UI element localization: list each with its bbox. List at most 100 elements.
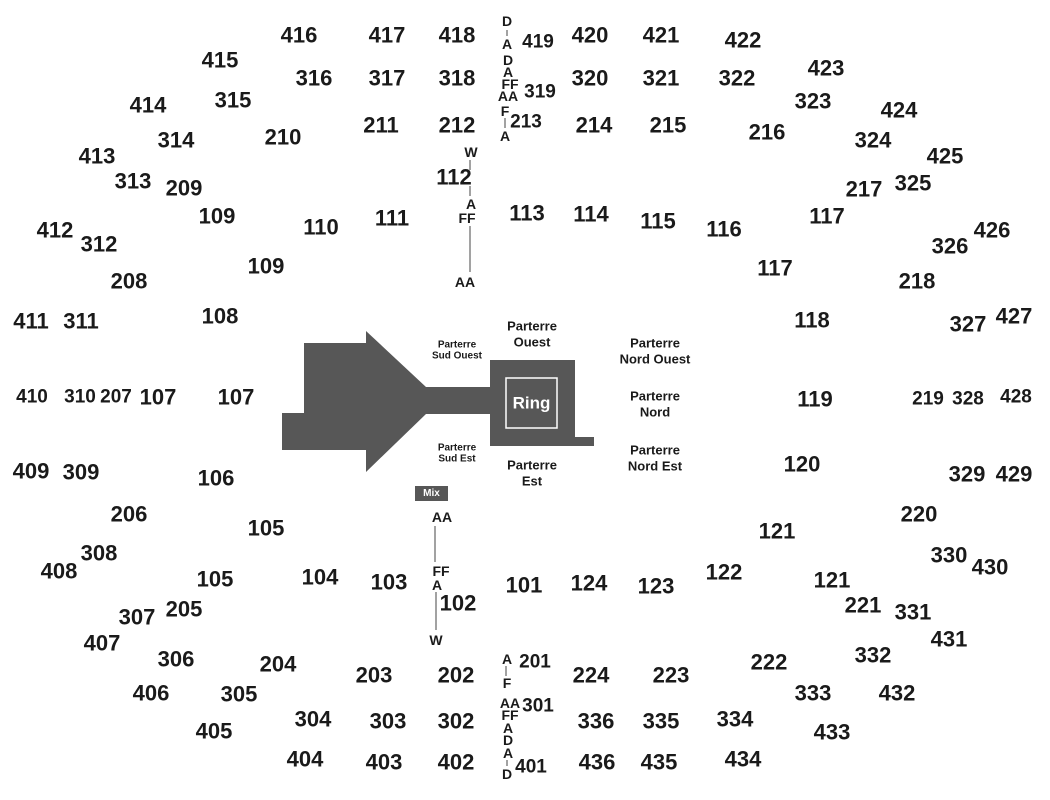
section-401[interactable]: 401 (515, 757, 547, 778)
section-413[interactable]: 413 (79, 144, 116, 169)
section-332[interactable]: 332 (855, 643, 892, 668)
section-221[interactable]: 221 (845, 593, 882, 618)
section-324[interactable]: 324 (855, 128, 892, 153)
section-104[interactable]: 104 (302, 565, 339, 590)
section-305[interactable]: 305 (221, 682, 258, 707)
zone-parterre-sud-est[interactable]: Sud Est (438, 454, 476, 465)
section-218[interactable]: 218 (899, 269, 936, 294)
section-216[interactable]: 216 (749, 120, 786, 145)
section-312[interactable]: 312 (81, 232, 118, 257)
section-428[interactable]: 428 (1000, 387, 1032, 408)
section-209[interactable]: 209 (166, 176, 203, 201)
section-213[interactable]: 213 (510, 112, 542, 133)
section-318[interactable]: 318 (439, 66, 476, 91)
section-436[interactable]: 436 (579, 750, 616, 775)
zone-parterre-est[interactable]: Parterre (507, 458, 557, 473)
section-223[interactable]: 223 (653, 663, 690, 688)
ring[interactable] (505, 377, 558, 429)
section-427[interactable]: 427 (996, 304, 1033, 329)
section-121[interactable]: 121 (814, 568, 851, 593)
section-323[interactable]: 323 (795, 89, 832, 114)
section-117[interactable]: 117 (809, 204, 845, 229)
mix-booth[interactable] (415, 486, 448, 501)
section-302[interactable]: 302 (438, 709, 475, 734)
section-316[interactable]: 316 (296, 66, 333, 91)
section-212[interactable]: 212 (439, 113, 476, 138)
zone-parterre-sud-ouest[interactable]: Parterre (438, 340, 477, 351)
section-429[interactable]: 429 (996, 462, 1033, 487)
section-411[interactable]: 411 (13, 309, 49, 334)
section-301[interactable]: 301 (522, 696, 554, 717)
section-106[interactable]: 106 (198, 466, 235, 491)
section-329[interactable]: 329 (949, 462, 986, 487)
zone-parterre-nord-ouest[interactable]: Nord Ouest (620, 352, 691, 367)
section-121[interactable]: 121 (759, 519, 796, 544)
section-424[interactable]: 424 (881, 98, 918, 123)
zone-parterre-nord-est[interactable]: Parterre (630, 443, 680, 458)
section-405[interactable]: 405 (196, 719, 233, 744)
section-311[interactable]: 311 (63, 309, 99, 334)
section-431[interactable]: 431 (931, 627, 968, 652)
section-303[interactable]: 303 (370, 709, 407, 734)
section-426[interactable]: 426 (974, 218, 1011, 243)
section-123[interactable]: 123 (638, 574, 675, 599)
zone-parterre-est[interactable]: Est (522, 474, 543, 489)
section-109[interactable]: 109 (199, 204, 236, 229)
zone-parterre-sud-est[interactable]: Parterre (438, 443, 477, 454)
section-407[interactable]: 407 (84, 631, 121, 656)
section-403[interactable]: 403 (366, 750, 403, 775)
section-321[interactable]: 321 (643, 66, 680, 91)
section-416[interactable]: 416 (281, 23, 318, 48)
section-425[interactable]: 425 (927, 144, 964, 169)
zone-parterre-ouest[interactable]: Parterre (507, 319, 557, 334)
section-418[interactable]: 418 (439, 23, 476, 48)
section-410[interactable]: 410 (16, 387, 48, 408)
section-214[interactable]: 214 (576, 113, 613, 138)
section-116[interactable]: 116 (706, 217, 742, 242)
section-102[interactable]: 102 (440, 591, 477, 616)
section-304[interactable]: 304 (295, 707, 332, 732)
section-326[interactable]: 326 (932, 234, 969, 259)
section-117[interactable]: 117 (757, 256, 793, 281)
section-124[interactable]: 124 (571, 571, 608, 596)
section-101[interactable]: 101 (506, 573, 543, 598)
zone-parterre-nord-ouest[interactable]: Parterre (630, 336, 680, 351)
section-107[interactable]: 107 (140, 385, 177, 410)
section-204[interactable]: 204 (260, 652, 297, 677)
section-322[interactable]: 322 (719, 66, 756, 91)
section-406[interactable]: 406 (133, 681, 170, 706)
section-108[interactable]: 108 (202, 304, 239, 329)
section-119[interactable]: 119 (797, 387, 833, 412)
section-319[interactable]: 319 (524, 82, 556, 103)
section-420[interactable]: 420 (572, 23, 609, 48)
zone-parterre-nord[interactable]: Parterre (630, 389, 680, 404)
section-110[interactable]: 110 (303, 215, 339, 240)
section-433[interactable]: 433 (814, 720, 851, 745)
section-201[interactable]: 201 (519, 652, 551, 673)
section-336[interactable]: 336 (578, 709, 615, 734)
section-402[interactable]: 402 (438, 750, 475, 775)
section-113[interactable]: 113 (509, 201, 545, 226)
section-115[interactable]: 115 (640, 209, 676, 234)
section-434[interactable]: 434 (725, 747, 762, 772)
zone-parterre-nord[interactable]: Nord (640, 405, 670, 420)
section-112[interactable]: 112 (436, 165, 472, 190)
section-419[interactable]: 419 (522, 32, 554, 53)
section-105[interactable]: 105 (197, 567, 234, 592)
section-315[interactable]: 315 (215, 88, 252, 113)
section-207[interactable]: 207 (100, 387, 132, 408)
section-220[interactable]: 220 (901, 502, 938, 527)
section-205[interactable]: 205 (166, 597, 203, 622)
section-414[interactable]: 414 (130, 93, 167, 118)
section-103[interactable]: 103 (371, 570, 408, 595)
section-330[interactable]: 330 (931, 543, 968, 568)
section-309[interactable]: 309 (63, 460, 100, 485)
section-334[interactable]: 334 (717, 707, 754, 732)
section-222[interactable]: 222 (751, 650, 788, 675)
section-328[interactable]: 328 (952, 389, 984, 410)
section-422[interactable]: 422 (725, 28, 762, 53)
section-120[interactable]: 120 (784, 452, 821, 477)
section-331[interactable]: 331 (895, 600, 932, 625)
section-314[interactable]: 314 (158, 128, 195, 153)
section-215[interactable]: 215 (650, 113, 687, 138)
